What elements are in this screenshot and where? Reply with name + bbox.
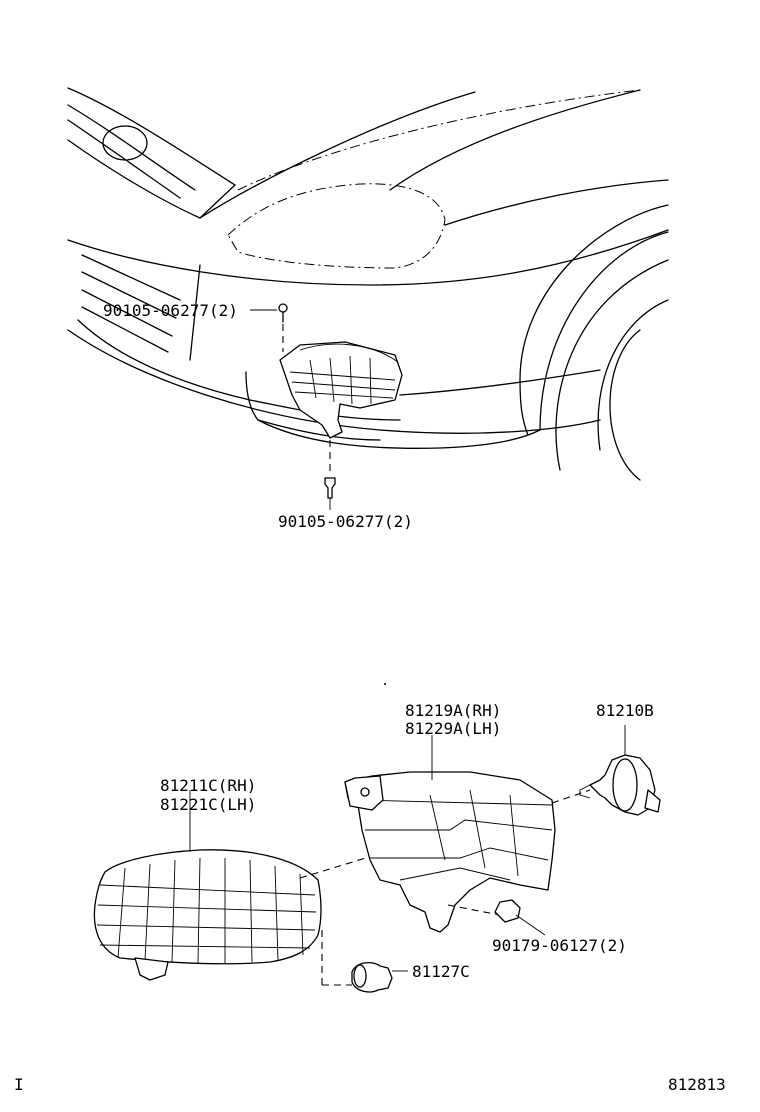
part-label-housing-lh: 81229A(LH) xyxy=(405,719,501,738)
corner-mark: I xyxy=(14,1075,24,1094)
vehicle-front-view xyxy=(67,87,669,510)
part-label-lens-rh: 81211C(RH) xyxy=(160,776,256,795)
part-label-bulb-main: 81210B xyxy=(596,701,654,720)
part-label-housing-rh: 81219A(RH) xyxy=(405,701,501,720)
part-label-lens-lh: 81221C(LH) xyxy=(160,795,256,814)
part-label-clip: 90179-06127(2) xyxy=(492,936,627,955)
part-label-top-bolt-upper: 90105-06277(2) xyxy=(103,301,238,320)
diagram-number: 812813 xyxy=(668,1075,726,1094)
part-label-socket: 81127C xyxy=(412,962,470,981)
exploded-parts-view xyxy=(93,683,661,993)
part-label-top-bolt-lower: 90105-06277(2) xyxy=(278,512,413,531)
